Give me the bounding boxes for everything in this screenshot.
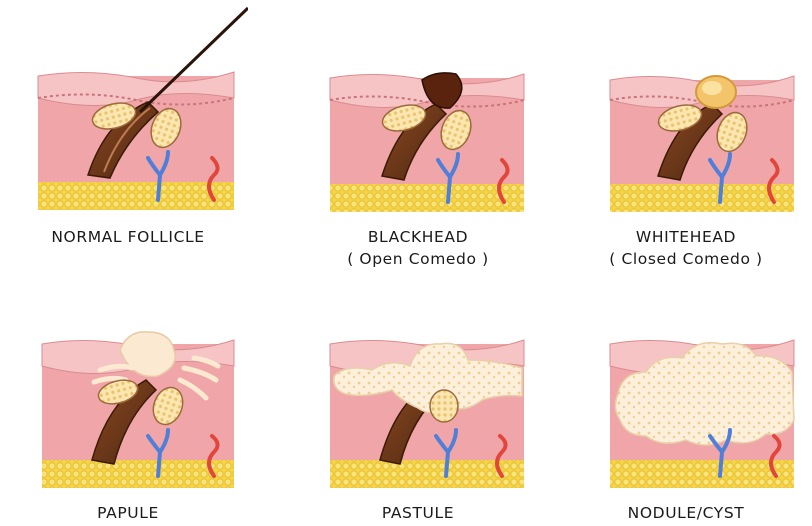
normal-follicle-illustration xyxy=(8,0,248,215)
caption-papule: PAPULE xyxy=(8,502,248,524)
panel-subtitle: ( Closed Comedo ) xyxy=(566,248,806,270)
panel-blackhead: BLACKHEAD ( Open Comedo ) xyxy=(286,0,526,280)
panel-papule: PAPULE xyxy=(8,310,248,526)
caption-normal-follicle: NORMAL FOLLICLE xyxy=(8,226,248,248)
panel-title: NODULE/CYST xyxy=(566,502,806,524)
panel-nodule-cyst: NODULE/CYST xyxy=(566,310,806,526)
caption-pastule: PASTULE xyxy=(298,502,538,524)
caption-whitehead: WHITEHEAD ( Closed Comedo ) xyxy=(566,226,806,270)
whitehead-illustration xyxy=(566,0,806,215)
blackhead-illustration xyxy=(286,0,526,215)
panel-title: WHITEHEAD xyxy=(566,226,806,248)
papule-illustration xyxy=(8,310,248,490)
panel-normal-follicle: NORMAL FOLLICLE xyxy=(8,0,248,250)
panel-title: PAPULE xyxy=(8,502,248,524)
panel-whitehead: WHITEHEAD ( Closed Comedo ) xyxy=(566,0,806,280)
panel-title: PASTULE xyxy=(298,502,538,524)
panel-title: NORMAL FOLLICLE xyxy=(8,226,248,248)
panel-title: BLACKHEAD xyxy=(298,226,538,248)
caption-blackhead: BLACKHEAD ( Open Comedo ) xyxy=(298,226,538,270)
pastule-illustration xyxy=(286,310,526,490)
panel-subtitle: ( Open Comedo ) xyxy=(298,248,538,270)
panel-pastule: PASTULE xyxy=(286,310,526,526)
caption-nodule-cyst: NODULE/CYST xyxy=(566,502,806,524)
nodule-cyst-illustration xyxy=(566,310,806,490)
